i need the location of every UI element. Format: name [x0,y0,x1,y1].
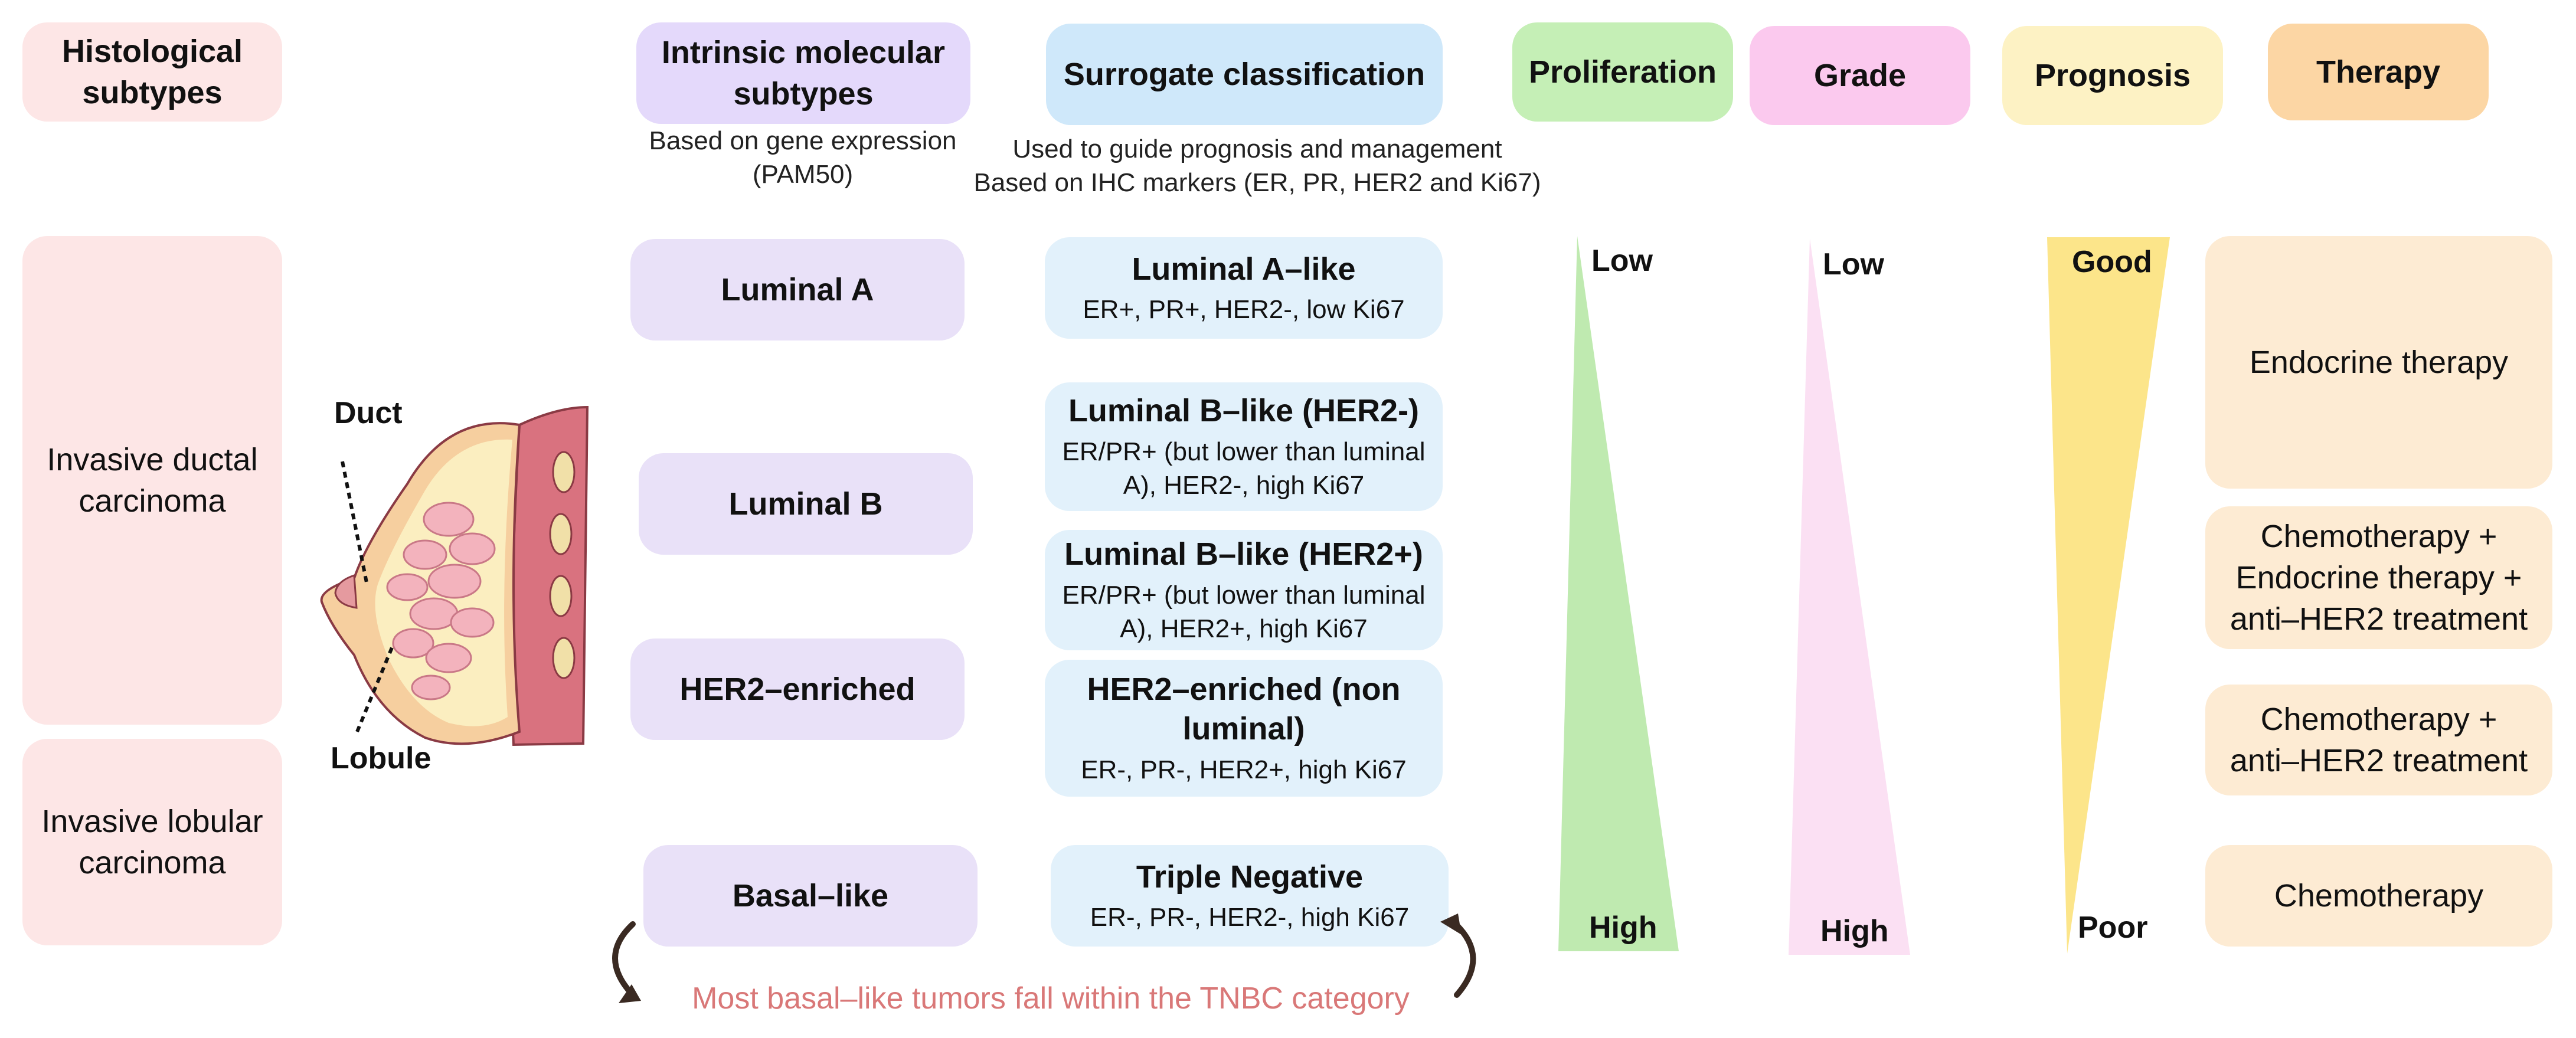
rib-4 [552,637,576,679]
left-curved-arrow [612,921,636,998]
prognosis-poor-label: Poor [2078,911,2148,945]
intrinsic-subtitle-line1: Based on gene expression [649,126,957,155]
header-proliferation: Proliferation [1512,22,1733,122]
grade-low-label: Low [1823,247,1884,281]
surrogate-desc: ER-, PR-, HER2-, high Ki67 [1090,903,1410,932]
header-intrinsic: Intrinsic molecular subtypes [636,22,970,124]
therapy-chemotherapy: Chemotherapy [2205,845,2552,947]
intrinsic-her2-enriched: HER2–enriched [630,638,965,740]
glandular-lobes [386,502,496,700]
grade-wedge [1789,238,1910,955]
histological-ductal: Invasive ductal carcinoma [22,236,282,725]
surrogate-her2-enriched: HER2–enriched (non luminal) ER-, PR-, HE… [1045,660,1443,797]
surrogate-subtitle-line2: Based on IHC markers (ER, PR, HER2 and K… [973,168,1541,198]
intrinsic-basal-like: Basal–like [643,845,978,947]
therapy-chemo-antiher2: Chemotherapy + anti–HER2 treatment [2205,685,2552,795]
rib-2 [549,513,573,555]
left-arrowhead [619,984,641,1003]
header-surrogate: Surrogate classification [1046,24,1443,125]
prognosis-wedge [2047,237,2170,954]
prognosis-good-label: Good [2072,245,2152,279]
tnbc-note: Most basal–like tumors fall within the T… [692,981,1410,1016]
intrinsic-luminal-b: Luminal B [639,453,973,555]
therapy-chemo-endocrine-antiher2: Chemotherapy + Endocrine therapy + anti–… [2205,506,2552,649]
surrogate-desc: ER+, PR+, HER2-, low Ki67 [1083,295,1405,325]
proliferation-wedge [1558,236,1679,951]
surrogate-luminal-a-like: Luminal A–like ER+, PR+, HER2-, low Ki67 [1045,237,1443,339]
header-therapy: Therapy [2268,24,2489,120]
surrogate-subtitle-line1: Used to guide prognosis and management [1012,135,1502,163]
surrogate-title: Luminal B–like (HER2+) [1064,536,1423,572]
surrogate-triple-negative: Triple Negative ER-, PR-, HER2-, high Ki… [1051,845,1449,947]
surrogate-subtitle: Used to guide prognosis and management B… [944,132,1570,199]
lobule-pointer [355,645,394,733]
header-prognosis: Prognosis [2002,26,2223,125]
surrogate-title: Luminal A–like [1132,251,1356,287]
surrogate-desc: ER/PR+ (but lower than luminal A), HER2+… [1062,580,1426,643]
nipple [334,574,358,609]
header-histological: Histological subtypes [22,22,282,122]
surrogate-desc: ER/PR+ (but lower than luminal A), HER2-… [1062,437,1426,500]
duct-label: Duct [334,396,403,430]
right-curved-arrow [1453,921,1476,998]
surrogate-desc: ER-, PR-, HER2+, high Ki67 [1081,755,1407,784]
intrinsic-subtitle-line2: (PAM50) [752,160,854,189]
surrogate-title: HER2–enriched (non luminal) [1087,671,1401,747]
surrogate-title: Triple Negative [1136,859,1364,895]
right-arrowhead [1440,913,1462,935]
proliferation-low-label: Low [1591,244,1653,278]
grade-high-label: High [1820,914,1889,948]
therapy-endocrine: Endocrine therapy [2205,236,2552,489]
intrinsic-subtitle: Based on gene expression (PAM50) [608,124,998,191]
surrogate-title: Luminal B–like (HER2-) [1068,393,1420,429]
lobule-label: Lobule [331,741,431,775]
rib-1 [552,451,576,493]
surrogate-luminal-b-like-her2neg: Luminal B–like (HER2-) ER/PR+ (but lower… [1045,382,1443,511]
header-grade: Grade [1750,26,1970,125]
rib-3 [549,575,573,617]
intrinsic-luminal-a: Luminal A [630,239,965,340]
histological-lobular: Invasive lobular carcinoma [22,739,282,945]
proliferation-high-label: High [1589,911,1658,945]
surrogate-luminal-b-like-her2pos: Luminal B–like (HER2+) ER/PR+ (but lower… [1045,530,1443,650]
